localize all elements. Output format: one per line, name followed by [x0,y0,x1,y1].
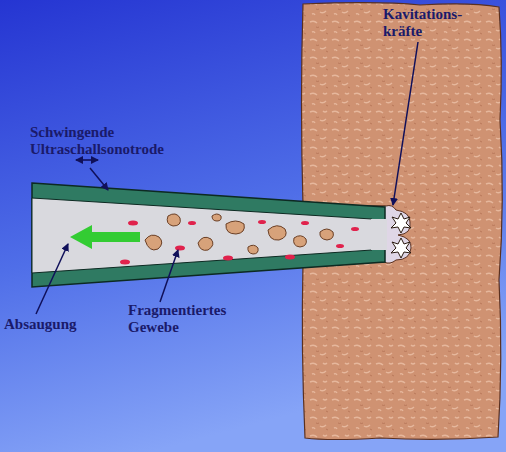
suction-channel [32,198,372,273]
cavitation-symbol [391,213,411,258]
oscillation-arrow [76,159,98,161]
blood-cells [120,220,359,265]
part-label: Schwingende Ultraschallsonotrode [30,124,205,158]
part-label: Fragmentiertes Gewebe [128,302,253,336]
part-label: Absaugung [4,316,114,333]
sonotrode-wall [32,183,385,287]
tissue-fragments [145,214,333,254]
leader-line [36,42,418,314]
callout-label: Kavitations- kräfte [383,6,491,40]
tip-opening [371,219,387,250]
suction-arrow [70,225,140,249]
